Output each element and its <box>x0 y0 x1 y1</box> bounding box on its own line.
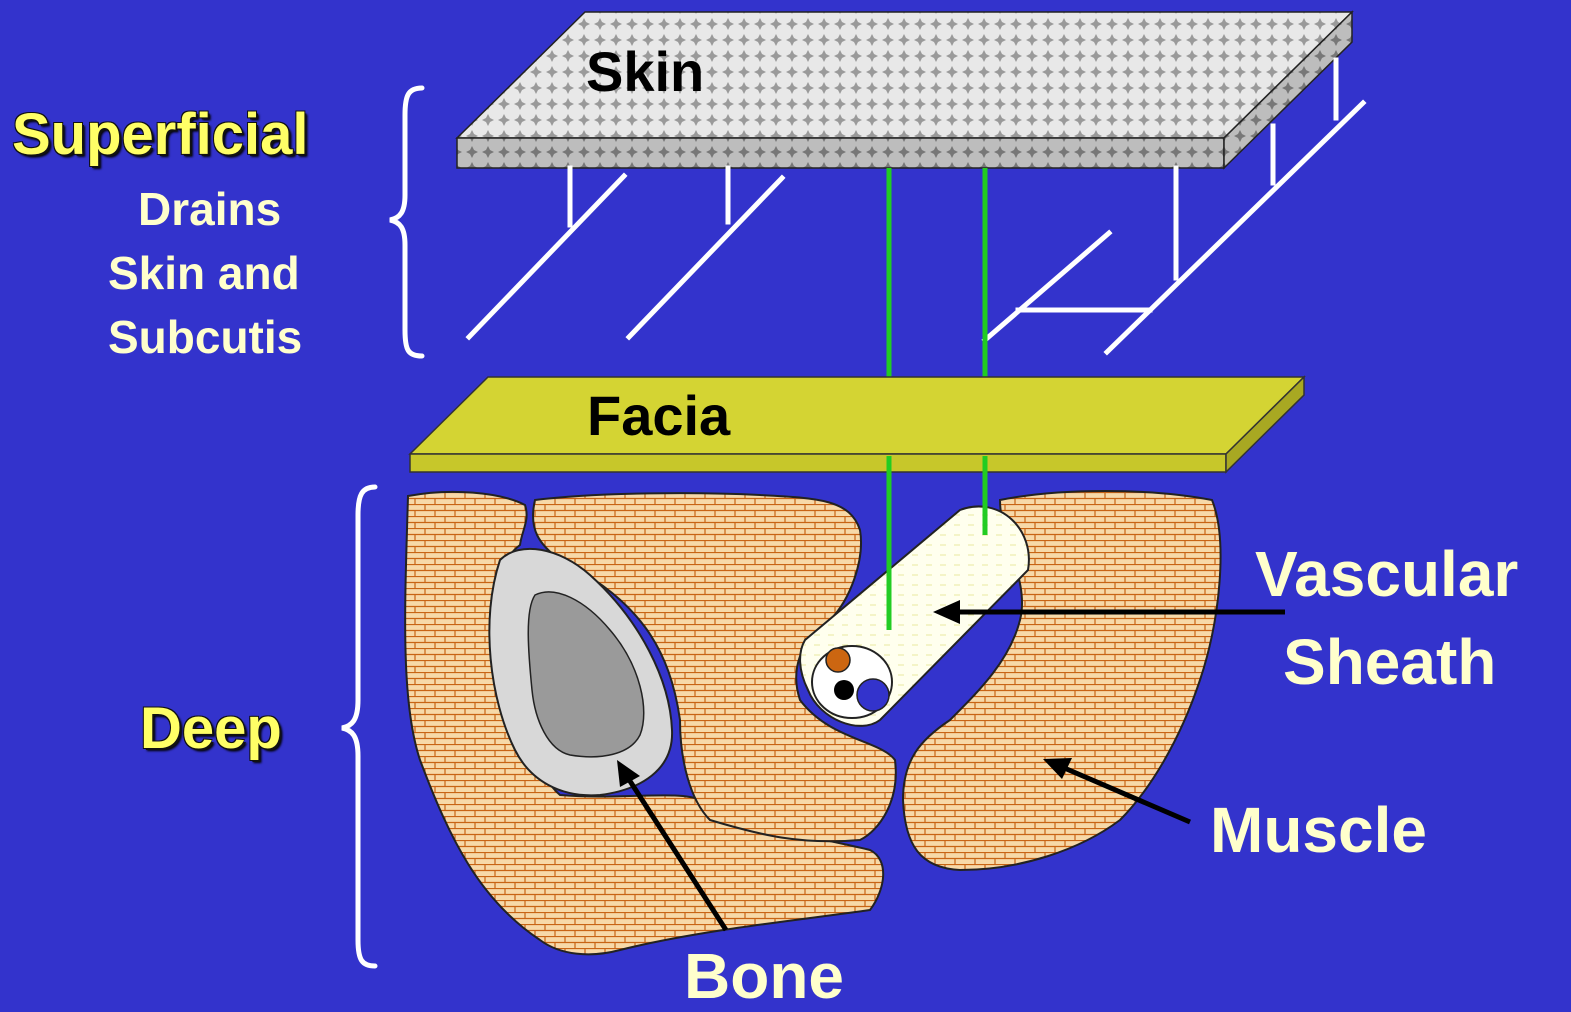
bone-label: Bone <box>684 944 844 1008</box>
facia-label: Facia <box>587 388 730 444</box>
superficial-brace <box>390 88 422 356</box>
vascular-label-line2: Sheath <box>1283 630 1496 694</box>
facia-layer <box>410 377 1304 472</box>
perforating-vessels-upper <box>889 168 985 408</box>
drains-label-line2: Skin and <box>108 250 300 296</box>
skin-label: Skin <box>586 44 704 100</box>
vascular-label-line1: Vascular <box>1255 542 1518 606</box>
deep-brace <box>342 487 375 966</box>
drains-label-line1: Drains <box>138 186 281 232</box>
nerve-icon <box>834 680 854 700</box>
artery-icon <box>826 648 850 672</box>
vein-icon <box>857 679 889 711</box>
drains-label-line3: Subcutis <box>108 314 302 360</box>
deep-label: Deep <box>140 700 282 758</box>
muscle-label: Muscle <box>1210 798 1427 862</box>
superficial-label: Superficial <box>12 106 309 164</box>
